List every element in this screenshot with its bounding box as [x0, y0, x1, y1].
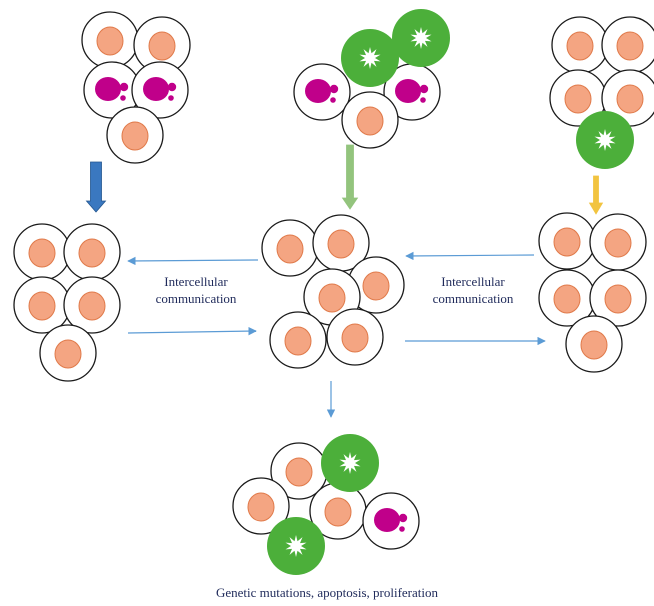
apoptotic-cell-icon: [576, 111, 634, 169]
apoptotic-cell-icon: [341, 29, 399, 87]
normal-cell-icon: [269, 311, 327, 369]
blue-down-arrow: [85, 161, 107, 213]
normal-cell-icon: [270, 442, 328, 500]
normal-cell-icon: [261, 219, 319, 277]
arrow-center-to-left: [127, 256, 259, 266]
normal-cell-icon: [63, 223, 121, 281]
middle-right-cluster: [538, 212, 647, 373]
normal-cell-icon: [63, 276, 121, 334]
yellow-down-arrow: [588, 175, 604, 215]
cell-groups: [13, 9, 654, 575]
top-left-cluster: [81, 11, 191, 164]
middle-left-cluster: [13, 223, 121, 382]
normal-cell-icon: [326, 308, 384, 366]
normal-cell-icon: [39, 324, 97, 382]
damaged-cell-icon: [293, 63, 351, 121]
apoptotic-cell-icon: [267, 517, 325, 575]
label-line-1: Intercellular: [164, 274, 228, 289]
normal-cell-icon: [589, 213, 647, 271]
normal-cell-icon: [81, 11, 139, 69]
normal-cell-icon: [312, 214, 370, 272]
normal-cell-icon: [589, 269, 647, 327]
normal-cell-icon: [538, 212, 596, 270]
middle-center-cluster: [261, 214, 405, 369]
damaged-cell-icon: [131, 61, 189, 119]
normal-cell-icon: [549, 69, 607, 127]
normal-cell-icon: [601, 69, 654, 127]
label-line-2: communication: [155, 291, 237, 306]
normal-cell-icon: [106, 106, 164, 164]
normal-cell-icon: [309, 482, 367, 540]
apoptotic-cell-icon: [321, 434, 379, 492]
arrows: [85, 144, 604, 418]
damaged-cell-icon: [362, 492, 420, 550]
apoptotic-cell-icon: [392, 9, 450, 67]
normal-cell-icon: [133, 16, 191, 74]
outcome-caption: Genetic mutations, apoptosis, proliferat…: [215, 585, 439, 600]
top-middle-cluster: [293, 9, 450, 149]
bottom-outcome-cluster: [232, 434, 420, 575]
normal-cell-icon: [601, 16, 654, 74]
normal-cell-icon: [341, 91, 399, 149]
green-down-arrow: [341, 144, 359, 210]
arrow-left-to-center: [127, 326, 257, 336]
normal-cell-icon: [565, 315, 623, 373]
arrow-right-to-center: [405, 251, 535, 261]
normal-cell-icon: [538, 269, 596, 327]
intercellular-communication-right-label: Intercellular communication: [405, 273, 541, 307]
normal-cell-icon: [551, 16, 609, 74]
intercellular-communication-left-label: Intercellular communication: [128, 273, 264, 307]
label-line-1: Intercellular: [441, 274, 505, 289]
top-right-cluster: [549, 16, 654, 169]
normal-cell-icon: [347, 256, 405, 314]
normal-cell-icon: [13, 223, 71, 281]
normal-cell-icon: [13, 276, 71, 334]
label-line-2: communication: [432, 291, 514, 306]
normal-cell-icon: [232, 477, 290, 535]
